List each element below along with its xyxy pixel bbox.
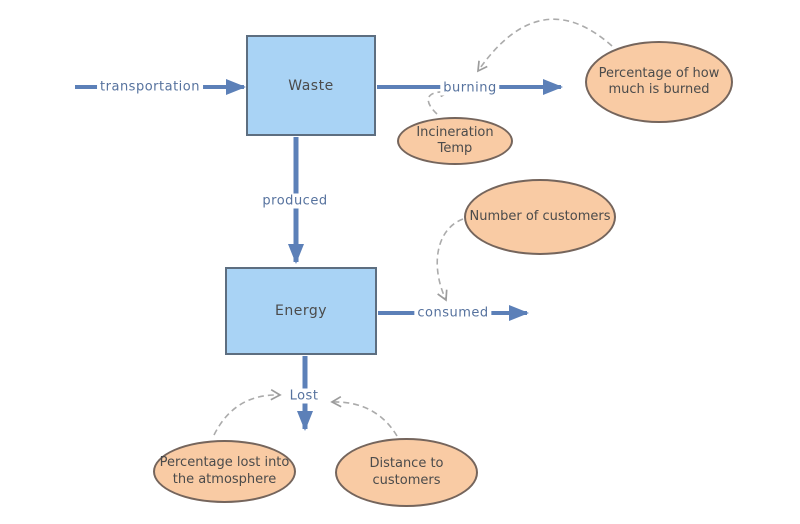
percentage-lost-node[interactable]: Percentage lost into the atmosphere <box>153 440 296 503</box>
number-of-customers-node[interactable]: Number of customers <box>464 179 616 255</box>
incineration-temp-influence-curve <box>427 85 452 115</box>
incineration-temp-node[interactable]: Incineration Temp <box>397 117 513 165</box>
waste-node-label: Waste <box>288 77 334 94</box>
percentage-burned-node[interactable]: Percentage of how much is burned <box>585 41 733 123</box>
distance-to-customers-influence-curve <box>330 395 398 437</box>
energy-node-label: Energy <box>274 303 327 319</box>
transportation-edge-label: transportation <box>97 79 203 95</box>
percentage-lost-influence-curve <box>213 388 282 436</box>
energy-node[interactable]: Energy <box>225 267 377 355</box>
lost-edge-label: Lost <box>286 388 322 404</box>
produced-edge-label: produced <box>259 193 331 209</box>
number-of-customers-influence-curve <box>436 218 464 302</box>
burning-edge-label: burning <box>440 80 500 96</box>
distance-to-customers-node[interactable]: Distance to customers <box>335 438 478 507</box>
percentage-burned-influence-curve <box>476 18 613 73</box>
waste-node[interactable]: Waste <box>246 35 376 136</box>
consumed-edge-label: consumed <box>414 305 492 321</box>
